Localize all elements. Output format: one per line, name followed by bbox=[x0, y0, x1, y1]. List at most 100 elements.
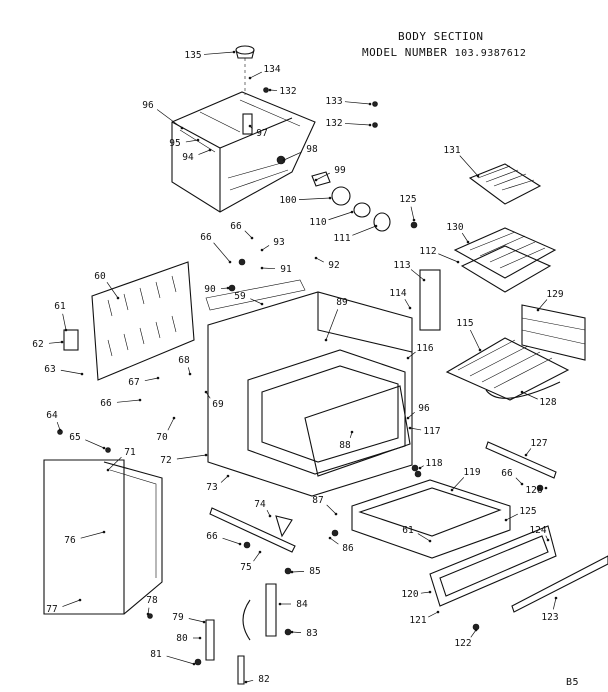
callout-label: 121 bbox=[409, 615, 426, 626]
leader-line bbox=[213, 242, 231, 263]
callout-label: 74 bbox=[254, 499, 266, 510]
leader-arrow bbox=[536, 308, 540, 312]
callout-label: 66 bbox=[200, 232, 212, 243]
callout-label: 129 bbox=[546, 289, 563, 300]
callout-label: 125 bbox=[399, 194, 416, 205]
callout-79: 79 bbox=[172, 612, 206, 624]
callout-label: 61 bbox=[54, 301, 66, 312]
leader-line bbox=[552, 597, 557, 610]
leader-arrow bbox=[196, 138, 200, 142]
callout-label: 97 bbox=[256, 128, 267, 139]
leader-arrow bbox=[290, 570, 294, 574]
leader-line bbox=[352, 225, 377, 236]
leader-line bbox=[461, 232, 469, 243]
callout-66: 66 bbox=[206, 531, 242, 546]
leader-line bbox=[244, 230, 253, 239]
callout-label: 66 bbox=[206, 531, 218, 542]
callout-label: 131 bbox=[443, 145, 460, 156]
leader-line bbox=[48, 341, 63, 344]
callout-label: 92 bbox=[328, 260, 339, 271]
leader-arrow bbox=[204, 390, 208, 394]
callout-label: 75 bbox=[240, 562, 251, 573]
leader-line bbox=[417, 533, 431, 542]
callout-76: 76 bbox=[64, 530, 106, 546]
leader-line bbox=[176, 454, 207, 460]
callout-96: 96 bbox=[142, 100, 184, 130]
leader-line bbox=[188, 618, 205, 623]
callout-61: 61 bbox=[54, 301, 68, 332]
callout-label: 90 bbox=[204, 284, 216, 295]
callout-label: 66 bbox=[100, 398, 112, 409]
leader-line bbox=[410, 206, 415, 221]
callout-label: 70 bbox=[156, 432, 168, 443]
leader-line bbox=[315, 257, 324, 263]
callout-61: 61 bbox=[402, 525, 432, 543]
leader-arrow bbox=[202, 620, 206, 624]
callout-label: 82 bbox=[258, 674, 269, 685]
callout-92: 92 bbox=[314, 256, 340, 271]
leader-line bbox=[291, 631, 302, 633]
callout-81: 81 bbox=[150, 649, 196, 666]
leader-line bbox=[404, 299, 411, 309]
leader-arrow bbox=[208, 148, 212, 152]
broiler-rack-131 bbox=[468, 163, 542, 205]
callout-label: 111 bbox=[333, 233, 350, 244]
leader-line bbox=[328, 211, 353, 221]
leader-line bbox=[222, 537, 241, 545]
broiler-pan-130 bbox=[453, 227, 557, 293]
callout-label: 86 bbox=[342, 543, 354, 554]
callout-71: 71 bbox=[106, 447, 136, 472]
leader-arrow bbox=[374, 224, 378, 228]
callout-label: 128 bbox=[539, 397, 556, 408]
callout-77: 77 bbox=[46, 598, 82, 615]
callout-125: 125 bbox=[504, 506, 537, 522]
leader-line bbox=[525, 448, 532, 456]
leader-arrow bbox=[138, 398, 142, 402]
leader-arrow bbox=[244, 680, 248, 684]
callout-label: 71 bbox=[124, 447, 136, 458]
callout-label: 66 bbox=[501, 468, 513, 479]
callout-label: 79 bbox=[172, 612, 184, 623]
leader-line bbox=[459, 155, 479, 177]
callout-label: 60 bbox=[94, 271, 106, 282]
callout-label: 96 bbox=[418, 403, 430, 414]
leader-line bbox=[144, 377, 159, 382]
callout-label: 72 bbox=[160, 455, 171, 466]
callout-74: 74 bbox=[254, 499, 272, 518]
callout-129: 129 bbox=[536, 289, 564, 312]
leader-line bbox=[116, 399, 141, 403]
leader-arrow bbox=[466, 240, 470, 244]
callout-119: 119 bbox=[450, 467, 481, 492]
callout-label: 73 bbox=[206, 482, 217, 493]
callout-label: 61 bbox=[402, 525, 414, 536]
callout-66: 66 bbox=[230, 221, 254, 240]
leader-line bbox=[203, 51, 235, 55]
callout-label: 112 bbox=[419, 246, 436, 257]
leader-line bbox=[298, 197, 331, 200]
leader-arrow bbox=[228, 260, 232, 264]
leader-arrow bbox=[350, 210, 354, 214]
callout-label: 125 bbox=[519, 506, 536, 517]
leader-arrow bbox=[260, 266, 264, 270]
callout-112: 112 bbox=[419, 246, 460, 264]
callout-114: 114 bbox=[389, 288, 412, 310]
model-number: 103.9387612 bbox=[454, 48, 527, 59]
callout-135: 135 bbox=[184, 50, 236, 61]
leader-arrow bbox=[324, 338, 328, 342]
leader-arrow bbox=[418, 466, 422, 470]
leader-line bbox=[156, 109, 183, 129]
leader-line bbox=[261, 267, 276, 270]
leader-arrow bbox=[268, 514, 272, 518]
callout-label: 123 bbox=[541, 612, 558, 623]
leader-arrow bbox=[328, 196, 332, 200]
leader-line bbox=[428, 611, 439, 618]
callout-66: 66 bbox=[100, 398, 142, 409]
leader-arrow bbox=[408, 426, 412, 430]
leader-arrow bbox=[476, 174, 480, 178]
leader-arrow bbox=[290, 630, 294, 634]
callout-label: 95 bbox=[169, 138, 180, 149]
leader-arrow bbox=[260, 248, 264, 252]
callout-83: 83 bbox=[290, 628, 318, 639]
storage-drawer-119 bbox=[351, 479, 511, 559]
callout-label: 114 bbox=[389, 288, 406, 299]
